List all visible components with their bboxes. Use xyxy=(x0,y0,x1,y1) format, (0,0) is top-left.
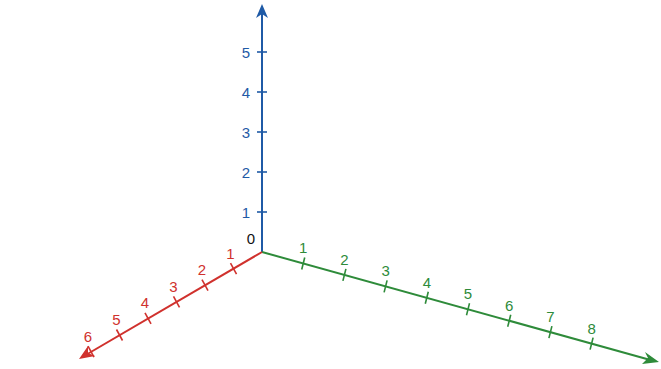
axis-tick xyxy=(145,313,151,324)
axis-tick xyxy=(257,211,267,213)
axis-tick xyxy=(257,51,267,53)
axis-tick xyxy=(384,280,387,292)
axis-graduation: 4 xyxy=(423,274,431,289)
axis-graduation: 6 xyxy=(84,328,92,343)
axis-tick xyxy=(257,171,267,173)
axis-graduation: 2 xyxy=(340,251,348,266)
vertical-axis xyxy=(261,10,263,252)
axis-graduation: 3 xyxy=(242,125,250,140)
axis-graduation: 7 xyxy=(546,309,554,324)
axis-tick xyxy=(117,330,123,341)
axis-graduation: 8 xyxy=(587,320,595,335)
axis-tick xyxy=(343,269,346,281)
axis-tick xyxy=(174,296,180,307)
axis-graduation: 2 xyxy=(242,165,250,180)
axis-graduation: 5 xyxy=(112,312,120,327)
axis-tick xyxy=(231,263,237,274)
axis-tick xyxy=(88,346,94,357)
green-axis-arrow xyxy=(642,352,659,364)
axis-tick xyxy=(549,326,552,338)
red-axis-arrow xyxy=(79,346,95,359)
vertical-axis-arrow xyxy=(256,4,268,18)
axis-graduation: 3 xyxy=(381,263,389,278)
axis-tick xyxy=(257,91,267,93)
axis-graduation: 1 xyxy=(299,240,307,255)
axis-graduation: 5 xyxy=(464,286,472,301)
axis-graduation: 4 xyxy=(242,85,250,100)
axis-tick xyxy=(508,315,511,327)
axis-graduation: 6 xyxy=(505,297,513,312)
red-axis xyxy=(84,252,262,356)
axis-tick xyxy=(425,292,428,304)
axis-tick xyxy=(590,338,593,350)
axis-graduation: 1 xyxy=(226,245,234,260)
axis-tick xyxy=(257,131,267,133)
axis-tick xyxy=(202,280,208,291)
axis-graduation: 1 xyxy=(242,205,250,220)
axis-graduation: 5 xyxy=(242,45,250,60)
axis-graduation: 0 xyxy=(247,231,255,246)
axis-graduation: 3 xyxy=(169,278,177,293)
axis-tick xyxy=(302,257,305,269)
axis-graduation: 2 xyxy=(198,262,206,277)
axis-graduation: 4 xyxy=(141,295,149,310)
axis-tick xyxy=(467,303,470,315)
green-axis xyxy=(262,252,654,361)
